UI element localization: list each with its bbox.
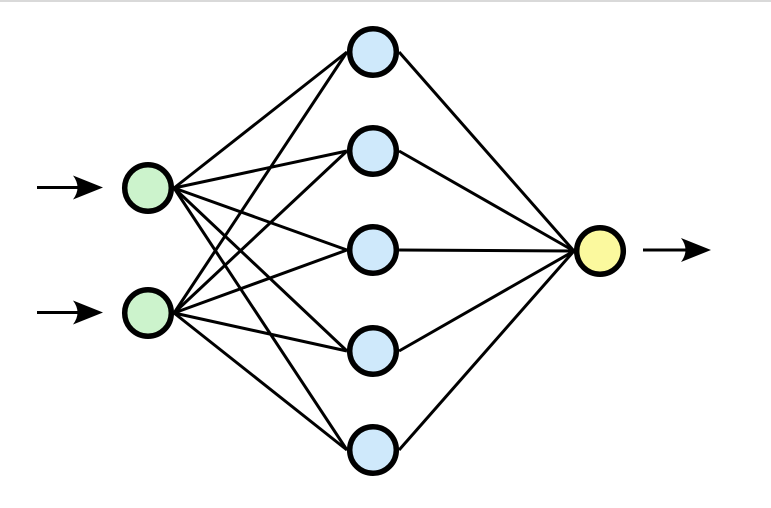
edge-input-1-to-hidden-2 xyxy=(173,149,348,190)
output-1-node xyxy=(573,224,627,278)
input-2-node xyxy=(121,286,175,340)
edge-input-2-to-hidden-3 xyxy=(173,248,348,315)
hidden-1-node xyxy=(346,25,400,79)
edge-input-1-to-hidden-3 xyxy=(173,186,348,252)
top-border-rule xyxy=(0,0,771,2)
input-arrow-1 xyxy=(37,175,103,200)
edge-input-2-to-hidden-5 xyxy=(173,311,348,452)
edge-input-1-to-hidden-5 xyxy=(172,187,349,451)
output-arrow xyxy=(643,238,711,262)
hidden-5-node xyxy=(346,423,400,477)
edge-input-2-to-hidden-1 xyxy=(172,51,349,314)
input-arrow-1-head xyxy=(73,175,103,200)
hidden-3-node xyxy=(346,223,400,277)
input-arrow-2 xyxy=(37,300,103,325)
output-arrow-head xyxy=(681,238,711,262)
edge-input-1-to-hidden-4 xyxy=(173,186,348,353)
edge-hidden-3-to-output-1 xyxy=(399,248,574,253)
input-1-node xyxy=(121,161,175,215)
edge-hidden-1-to-output-1 xyxy=(397,51,576,252)
edge-hidden-5-to-output-1 xyxy=(397,250,576,451)
edge-input-2-to-hidden-2 xyxy=(173,149,348,315)
edge-hidden-4-to-output-1 xyxy=(398,249,575,353)
hidden-2-node xyxy=(346,124,400,178)
input-arrow-2-head xyxy=(73,300,103,325)
edge-input-2-to-hidden-4 xyxy=(173,311,348,353)
edge-input-1-to-hidden-1 xyxy=(173,50,348,190)
edge-hidden-2-to-output-1 xyxy=(398,149,575,253)
hidden-4-node xyxy=(346,324,400,378)
